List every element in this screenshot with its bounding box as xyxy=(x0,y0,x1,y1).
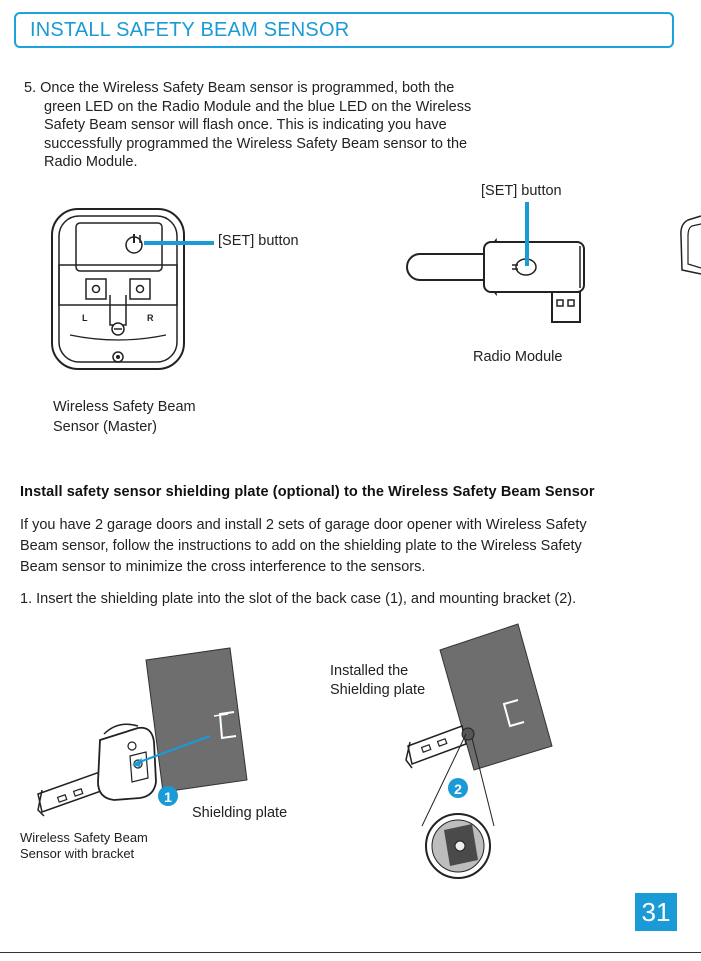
sensor-master-illustration: L R xyxy=(51,208,185,370)
page-number: 31 xyxy=(635,893,677,931)
sensor-set-pointer xyxy=(144,241,214,245)
footer-divider xyxy=(0,952,701,953)
shielding-plate-insert-illustration: 1 xyxy=(37,647,248,817)
bracket-caption-line1: Wireless Safety Beam xyxy=(20,830,148,845)
installed-label-line2: Shielding plate xyxy=(330,682,426,698)
radio-module-caption: Radio Module xyxy=(473,349,563,365)
sensor-caption-line2: Sensor (Master) xyxy=(53,419,157,435)
header-box: INSTALL SAFETY BEAM SENSOR xyxy=(14,12,674,48)
partial-device-illustration xyxy=(680,215,701,275)
badge-1: 1 xyxy=(164,789,172,805)
section-heading: Install safety sensor shielding plate (o… xyxy=(20,484,595,500)
step-5-text: 5. Once the Wireless Safety Beam sensor … xyxy=(24,80,472,171)
shielding-plate-label: Shielding plate xyxy=(192,805,288,821)
sensor-left-mark: L xyxy=(82,313,88,323)
step-1-text: 1. Insert the shielding plate into the s… xyxy=(20,591,577,607)
sensor-right-mark: R xyxy=(147,313,154,323)
shielding-plate-installed-illustration: 2 xyxy=(405,623,553,879)
bracket-caption-line2: Sensor with bracket xyxy=(20,846,135,861)
installed-label-line1: Installed the xyxy=(330,663,409,679)
module-set-button-label: [SET] button xyxy=(481,183,562,199)
sensor-caption-line1: Wireless Safety Beam xyxy=(53,399,196,415)
page-title: INSTALL SAFETY BEAM SENSOR xyxy=(30,19,350,41)
sensor-set-button-label: [SET] button xyxy=(218,233,299,249)
radio-module-illustration xyxy=(406,202,585,323)
section-paragraph: If you have 2 garage doors and install 2… xyxy=(20,517,587,575)
badge-2: 2 xyxy=(454,781,462,797)
